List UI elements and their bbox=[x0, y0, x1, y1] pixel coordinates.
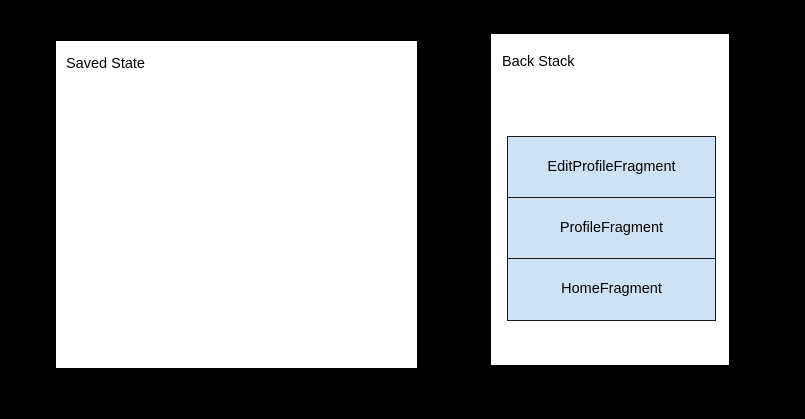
back-stack-panel: Back Stack EditProfileFragment ProfileFr… bbox=[491, 34, 729, 365]
saved-state-body bbox=[56, 81, 417, 368]
stack-frame-label: EditProfileFragment bbox=[547, 158, 676, 175]
stack-frame[interactable]: EditProfileFragment bbox=[508, 137, 715, 198]
stack-frame[interactable]: HomeFragment bbox=[508, 259, 715, 320]
saved-state-title: Saved State bbox=[66, 56, 145, 72]
back-stack-list: EditProfileFragment ProfileFragment Home… bbox=[507, 136, 716, 321]
stack-frame[interactable]: ProfileFragment bbox=[508, 198, 715, 259]
saved-state-panel: Saved State bbox=[56, 41, 417, 368]
back-stack-title: Back Stack bbox=[502, 54, 575, 70]
stack-frame-label: HomeFragment bbox=[561, 281, 662, 298]
stack-frame-label: ProfileFragment bbox=[559, 219, 664, 236]
